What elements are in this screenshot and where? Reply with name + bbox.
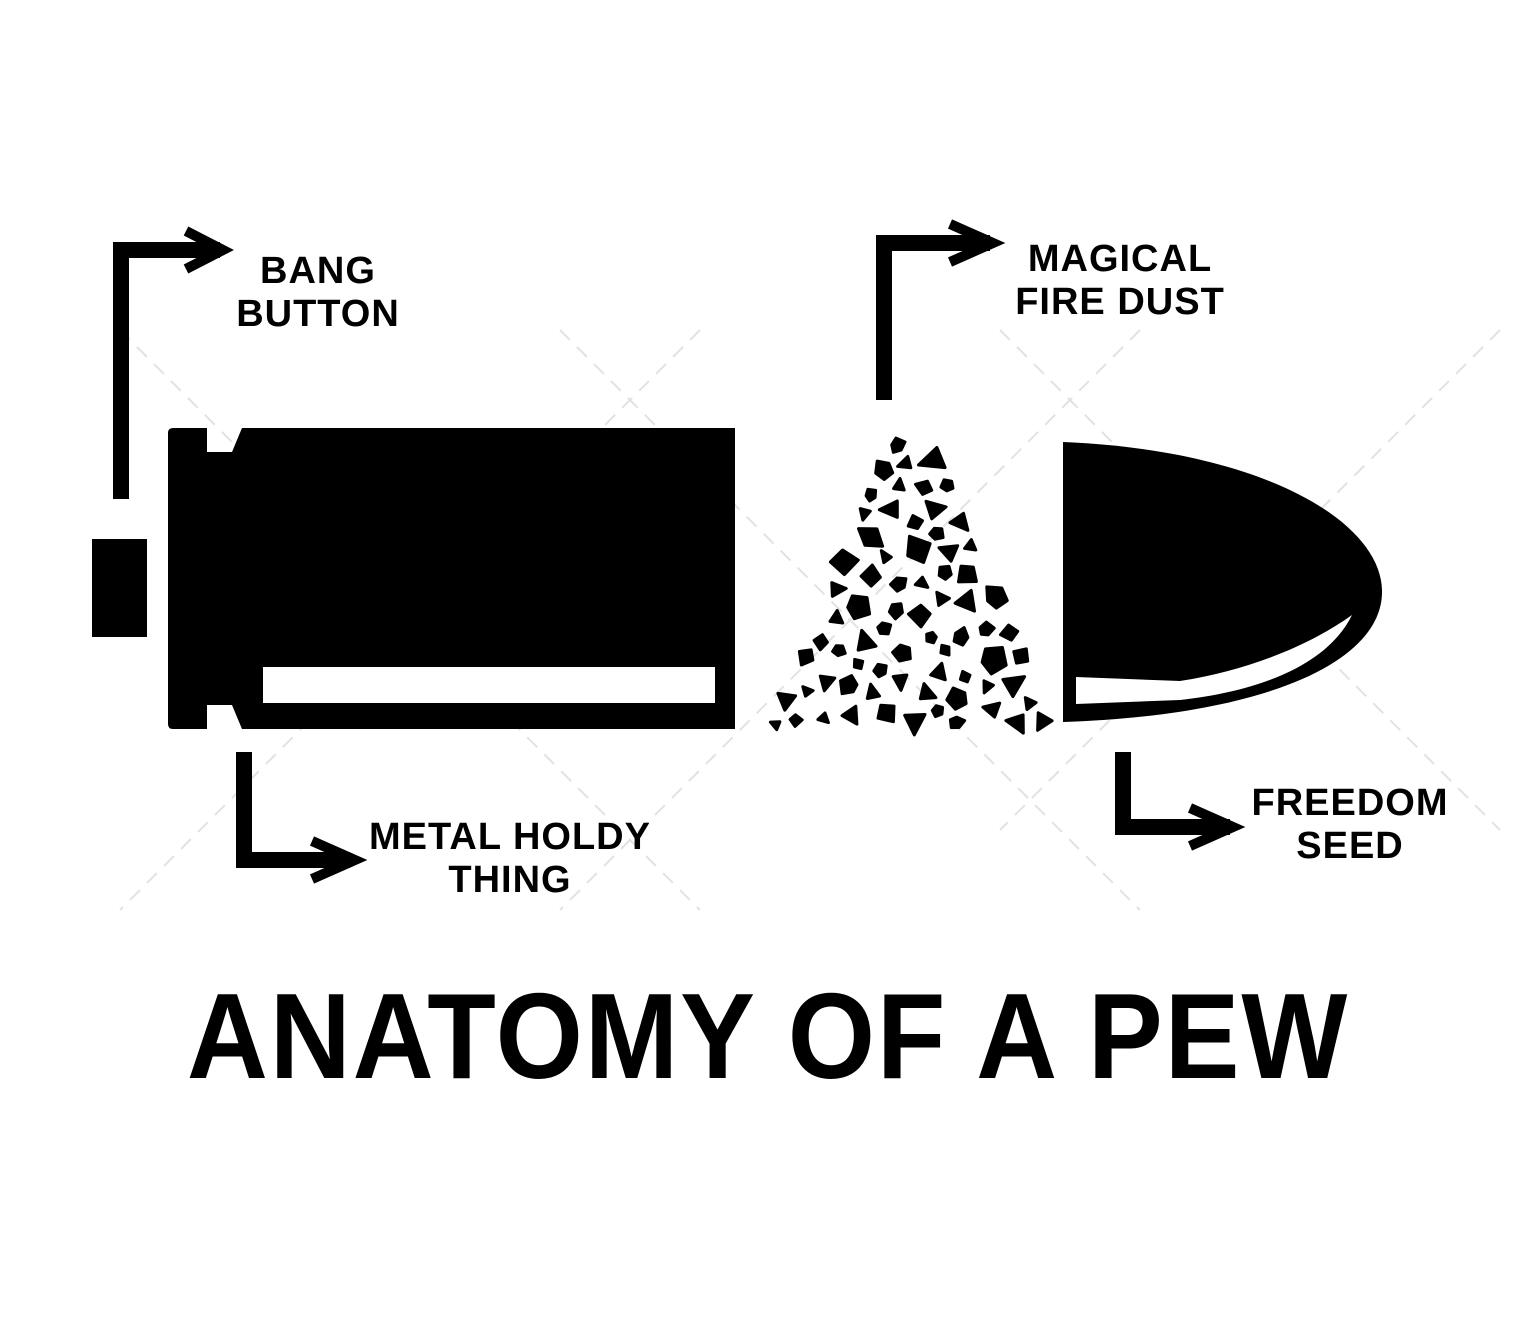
- label-line: FIRE DUST: [1015, 280, 1225, 323]
- arrow-freedom-seed: [1115, 752, 1246, 851]
- powder-grain: [857, 527, 885, 548]
- powder-grain: [877, 499, 899, 519]
- powder-grain: [876, 703, 896, 724]
- powder-grain: [981, 701, 1002, 719]
- powder-grain: [1036, 711, 1054, 732]
- powder-grain: [839, 674, 859, 696]
- powder-grain: [858, 507, 872, 522]
- powder-grain: [939, 478, 955, 493]
- powder-grain: [935, 590, 951, 607]
- powder-grain: [876, 621, 893, 636]
- label-line: BUTTON: [236, 292, 400, 335]
- powder-grain: [1001, 675, 1027, 699]
- powder-grain: [889, 576, 908, 593]
- powder-grain: [999, 623, 1020, 642]
- powder-grain: [952, 626, 970, 647]
- powder-grain: [891, 643, 912, 663]
- arrow-bang-button: [113, 226, 234, 499]
- powder-grain: [985, 585, 1009, 610]
- label-line: MAGICAL: [1027, 238, 1213, 280]
- powder-grain: [980, 646, 1008, 676]
- powder-grain: [768, 720, 782, 732]
- label-line: SEED: [1296, 824, 1404, 867]
- powder-grain: [925, 631, 938, 645]
- powder-grain: [896, 455, 913, 470]
- powder-grain: [801, 685, 815, 698]
- powder-grain: [929, 661, 947, 682]
- powder-grain: [913, 575, 930, 589]
- label-magical-fire-dust: MAGICAL FIRE DUST: [1000, 238, 1240, 323]
- label-freedom-seed: FREEDOM SEED: [1240, 782, 1460, 867]
- label-metal-holdy-thing: METAL HOLDY THING: [355, 816, 665, 901]
- powder-grain: [797, 648, 815, 667]
- powder-grain: [945, 686, 968, 711]
- label-line: BANG: [260, 250, 376, 292]
- primer-shape: [92, 539, 147, 637]
- powder-grain: [918, 682, 938, 701]
- powder-grain: [948, 511, 970, 532]
- powder-grain: [872, 662, 888, 679]
- powder-grain: [846, 594, 872, 621]
- powder-grain: [958, 669, 972, 684]
- powder-grain: [865, 682, 881, 700]
- powder-grain: [816, 711, 830, 725]
- powder-grain: [928, 526, 945, 541]
- powder-grain: [914, 479, 934, 496]
- powder-grain: [1023, 696, 1038, 711]
- powder-grain: [874, 459, 895, 481]
- powder-grain: [890, 436, 907, 454]
- powder-grain: [953, 588, 976, 613]
- powder-grain: [776, 691, 798, 712]
- powder-grain: [906, 534, 932, 564]
- powder-grain: [852, 657, 865, 671]
- arrow-fire-dust: [876, 219, 1006, 400]
- powder-grain: [891, 673, 909, 692]
- label-bang-button: BANG BUTTON: [228, 250, 408, 335]
- powder-grain: [840, 704, 859, 726]
- label-line: METAL HOLDY: [369, 816, 651, 858]
- powder-grain: [830, 581, 848, 598]
- powder-grain: [818, 674, 837, 693]
- powder-grain: [903, 713, 927, 737]
- powder-grain: [887, 602, 904, 621]
- powder-grain: [864, 487, 878, 503]
- powder-grain: [906, 514, 924, 530]
- powder-grain: [937, 564, 953, 581]
- powder-grain: [930, 704, 945, 719]
- powder-grain: [937, 544, 960, 563]
- powder-grain: [963, 538, 978, 552]
- powder-grain: [939, 643, 951, 657]
- powder-grain: [978, 620, 996, 637]
- arrow-metal-holdy: [236, 752, 368, 884]
- powder-grain: [812, 633, 829, 652]
- powder-grain: [856, 628, 878, 652]
- powder-grain: [828, 548, 860, 577]
- powder-grain: [1012, 647, 1030, 665]
- powder-grain: [957, 564, 978, 584]
- powder-grain: [924, 499, 948, 521]
- powder-grain: [892, 477, 906, 492]
- page-title: ANATOMY OF A PEW: [186, 968, 1350, 1104]
- powder-grain: [828, 609, 845, 625]
- powder-grain: [982, 679, 995, 695]
- case-shape: [168, 428, 735, 729]
- label-line: THING: [448, 858, 572, 901]
- label-line: FREEDOM: [1251, 782, 1449, 824]
- powder-grain: [907, 603, 932, 629]
- powder-grain: [859, 563, 882, 588]
- powder-grain: [1004, 713, 1025, 735]
- powder-grain: [788, 713, 804, 728]
- powder-grain: [917, 446, 947, 470]
- powder-grain: [831, 644, 847, 658]
- powder-pile: [768, 436, 1054, 737]
- powder-grain: [879, 549, 893, 565]
- powder-grain: [948, 715, 967, 730]
- bullet-shape: [1063, 442, 1383, 722]
